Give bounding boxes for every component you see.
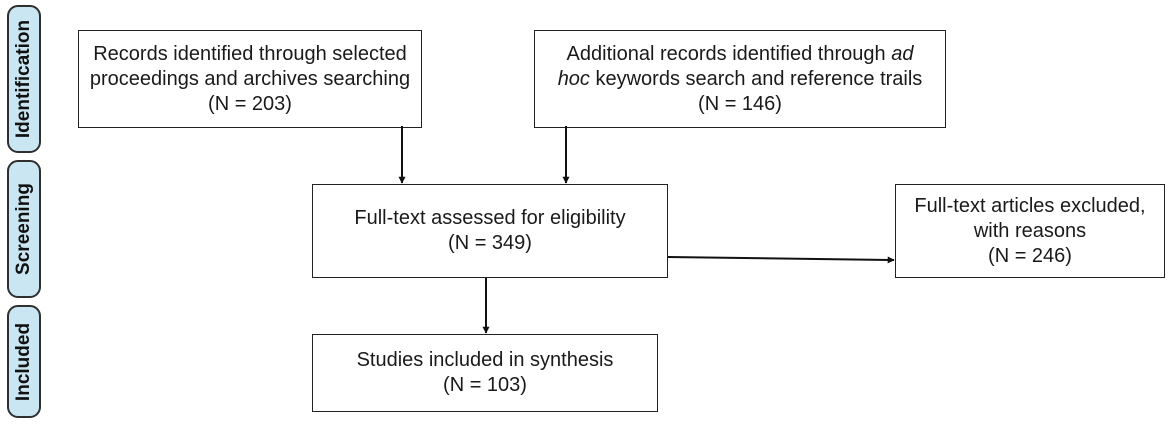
- arrow-fulltext-to-excluded: [667, 256, 895, 264]
- box-records-additional-line1-text: Additional records identified through: [566, 42, 892, 65]
- box-records-additional-line1: Additional records identified through ad: [567, 42, 914, 67]
- box-full-text-excluded: Full-text articles excluded, with reason…: [895, 184, 1165, 278]
- phase-label-screening: Screening: [7, 160, 41, 298]
- box-records-additional-line1-em: ad: [891, 42, 914, 65]
- box-full-text-assessed-line1: Full-text assessed for eligibility: [354, 207, 626, 229]
- box-records-additional-line2-text: keywords search and reference trails: [589, 67, 923, 90]
- box-records-additional-count: (N = 146): [698, 92, 782, 115]
- box-records-additional-line2-em: hoc: [557, 67, 590, 90]
- box-full-text-excluded-line1: Full-text articles excluded,: [914, 194, 1146, 217]
- box-records-additional: Additional records identified through ad…: [534, 30, 946, 128]
- box-full-text-assessed: Full-text assessed for eligibility (N = …: [312, 184, 668, 278]
- box-full-text-assessed-count: (N = 349): [448, 232, 532, 254]
- box-studies-included-count: (N = 103): [443, 374, 527, 396]
- box-records-selected-count: (N = 203): [208, 92, 292, 115]
- box-records-selected-line2: proceedings and archives searching: [89, 67, 411, 90]
- phase-label-identification: Identification: [7, 5, 41, 153]
- box-studies-included: Studies included in synthesis (N = 103): [312, 334, 658, 412]
- box-records-selected: Records identified through selected proc…: [78, 30, 422, 128]
- box-records-additional-line2: hoc keywords search and reference trails: [558, 67, 923, 92]
- box-full-text-excluded-count: (N = 246): [988, 244, 1072, 267]
- box-records-selected-line1: Records identified through selected: [93, 42, 407, 65]
- phase-label-included: Included: [7, 305, 41, 418]
- box-full-text-excluded-line2: with reasons: [973, 219, 1087, 242]
- box-studies-included-line1: Studies included in synthesis: [356, 349, 614, 371]
